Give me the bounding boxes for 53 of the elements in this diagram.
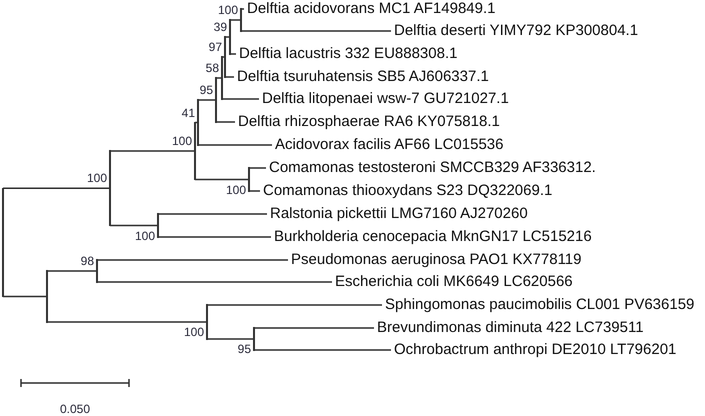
tree-branch bbox=[254, 327, 374, 329]
tree-branch bbox=[230, 19, 241, 21]
bootstrap-value: 97 bbox=[208, 41, 222, 54]
taxon-label: Burkholderia cenocepacia MknGN17 LC515216 bbox=[274, 229, 592, 245]
bootstrap-value: 100 bbox=[134, 230, 155, 242]
taxon-label: Brevundimonas diminuta 422 LC739511 bbox=[377, 320, 644, 336]
tree-branch bbox=[249, 167, 266, 169]
tree-branch bbox=[47, 321, 207, 323]
tree-branch bbox=[3, 188, 110, 189]
bootstrap-value: 100 bbox=[172, 135, 192, 148]
bootstrap-value: 95 bbox=[200, 84, 213, 97]
taxon-label: Sphingomonas paucimobilis CL001 PV636159 bbox=[385, 297, 694, 313]
bootstrap-value: 100 bbox=[218, 4, 238, 17]
tree-branch bbox=[110, 150, 195, 152]
bootstrap-value: 100 bbox=[184, 326, 204, 339]
tree-branch bbox=[97, 259, 288, 261]
bootstrap-value: 98 bbox=[80, 255, 94, 268]
tree-branch bbox=[47, 270, 97, 272]
bootstrap-value: 58 bbox=[206, 62, 219, 75]
taxon-label: Delftia rhizosphaerae RA6 KY075818.1 bbox=[238, 114, 500, 130]
taxon-label: Escherichia coli MK6649 LC620566 bbox=[335, 274, 573, 290]
tree-branch bbox=[110, 224, 158, 226]
bootstrap-value: 41 bbox=[182, 106, 195, 120]
tree-branch bbox=[249, 190, 260, 192]
tree-branch bbox=[195, 178, 249, 180]
bootstrap-value: 100 bbox=[86, 172, 107, 186]
tree-branch bbox=[216, 121, 235, 123]
tree-branch bbox=[222, 98, 259, 100]
taxon-label: Ochrobactrum anthropi DE2010 LT796201 bbox=[394, 342, 676, 358]
tree-branch bbox=[254, 349, 391, 351]
tree-branch bbox=[97, 281, 332, 283]
taxon-label: Delftia tsuruhatensis SB5 AJ606337.1 bbox=[237, 69, 489, 85]
taxon-label: Delftia acidovorans MC1 AF149849.1 bbox=[247, 1, 496, 17]
taxon-label: Ralstonia pickettii LMG7160 AJ270260 bbox=[270, 206, 528, 222]
taxon-label: Comamonas thiooxydans S23 DQ322069.1 bbox=[263, 183, 552, 199]
taxon-label: Delftia deserti YIMY792 KP300804.1 bbox=[394, 23, 638, 39]
scale-label: 0.050 bbox=[58, 403, 92, 416]
tree-branch bbox=[207, 304, 382, 306]
tree-branch bbox=[3, 296, 47, 298]
tree-branch bbox=[158, 213, 267, 215]
bootstrap-value: 100 bbox=[226, 184, 246, 196]
tree-branch bbox=[241, 30, 391, 32]
taxon-label: Delftia lacustris 332 EU888308.1 bbox=[239, 46, 458, 62]
bootstrap-value: 95 bbox=[238, 343, 251, 356]
tree-branch bbox=[158, 236, 271, 238]
tree-branch bbox=[198, 144, 272, 146]
taxon-label: Delftia litopenaei wsw-7 GU721027.1 bbox=[262, 91, 509, 107]
tree-branch bbox=[207, 338, 254, 340]
bootstrap-value: 39 bbox=[214, 21, 227, 34]
taxon-label: Pseudomonas aeruginosa PAO1 KX778119 bbox=[291, 252, 582, 268]
taxon-label: Acidovorax facilis AF66 LC015536 bbox=[275, 137, 504, 153]
taxon-label: Comamonas testosteroni SMCCB329 AF336312. bbox=[269, 160, 596, 176]
tree-branch bbox=[198, 99, 216, 101]
